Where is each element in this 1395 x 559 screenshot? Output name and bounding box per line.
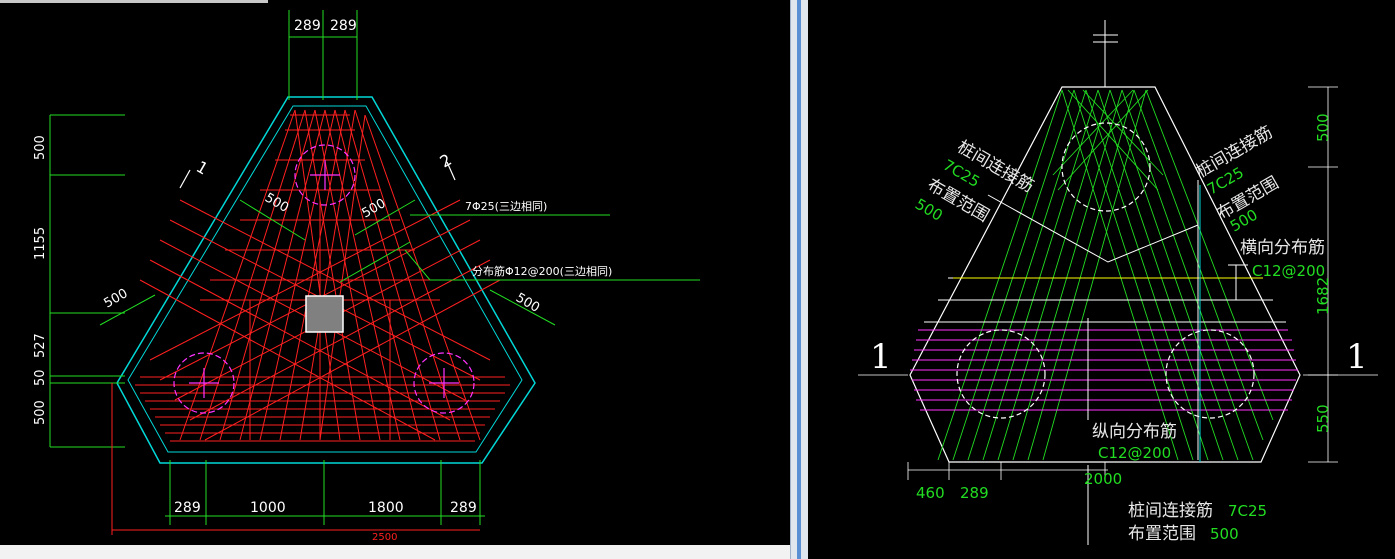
pile-circle-left xyxy=(173,352,235,414)
section-mark-lines xyxy=(179,161,456,189)
right-dim-lines xyxy=(858,86,1378,480)
transverse-bars xyxy=(910,329,1298,411)
right-dim-3: 550 xyxy=(1314,404,1332,433)
bottom-range-label: 布置范围 xyxy=(1128,524,1196,544)
viewport-divider[interactable] xyxy=(790,0,810,559)
right-plan-view: 桩间连接筋 7C25 布置范围 500 桩间连接筋 7C25 布置范围 500 … xyxy=(808,0,1395,559)
total-dim-lines xyxy=(111,383,480,535)
pile-right-left xyxy=(956,329,1046,419)
right-plan-drawing: 桩间连接筋 7C25 布置范围 500 桩间连接筋 7C25 布置范围 500 … xyxy=(858,20,1378,545)
edge-dim-3: 500 xyxy=(102,286,131,311)
cap-outline-right xyxy=(909,86,1301,463)
edge-dim-1: 500 xyxy=(262,190,291,215)
edge-dim-4: 500 xyxy=(513,290,542,315)
bottom-dim-3: 1800 xyxy=(368,500,404,516)
cap-inner-outline xyxy=(127,105,523,453)
right-dim-1: 500 xyxy=(1314,113,1332,142)
rebar-grid xyxy=(135,109,510,442)
bottom-range-val: 500 xyxy=(1210,525,1239,543)
bottom-strip xyxy=(0,545,790,559)
bottom-conn-spec: 7C25 xyxy=(1228,502,1267,520)
pile-circle-right xyxy=(413,352,475,414)
pile-circle-top xyxy=(294,144,356,206)
dimension-lines xyxy=(49,10,700,525)
bottom-dim-2000: 2000 xyxy=(1084,470,1122,488)
bottom-dim-460: 460 xyxy=(916,484,945,502)
trans-bar-spec: C12@200 xyxy=(1252,262,1325,280)
note-main-bars: 7Φ25(三边相同) xyxy=(465,200,547,213)
strut-bands xyxy=(937,89,1274,461)
section-mark-1-right: 1 xyxy=(1346,337,1368,377)
left-dim-3: 527 xyxy=(33,333,48,358)
section-mark-left: 1 xyxy=(193,157,211,179)
right-dim-2: 1682 xyxy=(1314,277,1332,315)
top-axis-mark xyxy=(1093,20,1118,87)
pile-right-top xyxy=(1061,122,1151,212)
divider-grip[interactable] xyxy=(797,0,801,559)
long-bar-label: 纵向分布筋 xyxy=(1092,422,1177,442)
bottom-dim-1: 289 xyxy=(174,500,201,516)
cap-cross-lines xyxy=(924,277,1286,323)
section-mark-1-left: 1 xyxy=(870,337,892,377)
column-square xyxy=(305,295,344,333)
pile-right-right xyxy=(1165,329,1255,419)
bottom-dim-289: 289 xyxy=(960,484,989,502)
top-dim-1: 289 xyxy=(294,18,321,34)
left-dim-5: 500 xyxy=(33,400,48,425)
left-dim-4: 50 xyxy=(33,369,48,386)
left-dim-2: 1155 xyxy=(33,227,48,260)
left-plan-drawing: 289 289 500 1155 527 50 500 289 1000 180… xyxy=(33,10,700,543)
bottom-dim-4: 289 xyxy=(450,500,477,516)
trans-bar-label: 横向分布筋 xyxy=(1240,238,1325,258)
bottom-total-dim: 2500 xyxy=(372,532,397,543)
left-plan-view: 289 289 500 1155 527 50 500 289 1000 180… xyxy=(33,10,700,543)
section-mark-right: 2 xyxy=(437,150,455,172)
pile-centers xyxy=(189,160,459,398)
top-dim-2: 289 xyxy=(330,18,357,34)
bottom-dim-2: 1000 xyxy=(250,500,286,516)
long-bar-spec: C12@200 xyxy=(1098,444,1171,462)
top-strip xyxy=(0,0,268,3)
leader-lines xyxy=(987,180,1248,545)
note-dist-bars: 分布筋Φ12@200(三边相同) xyxy=(472,264,612,278)
bottom-conn-label: 桩间连接筋 xyxy=(1128,501,1213,521)
left-dim-1: 500 xyxy=(33,135,48,160)
